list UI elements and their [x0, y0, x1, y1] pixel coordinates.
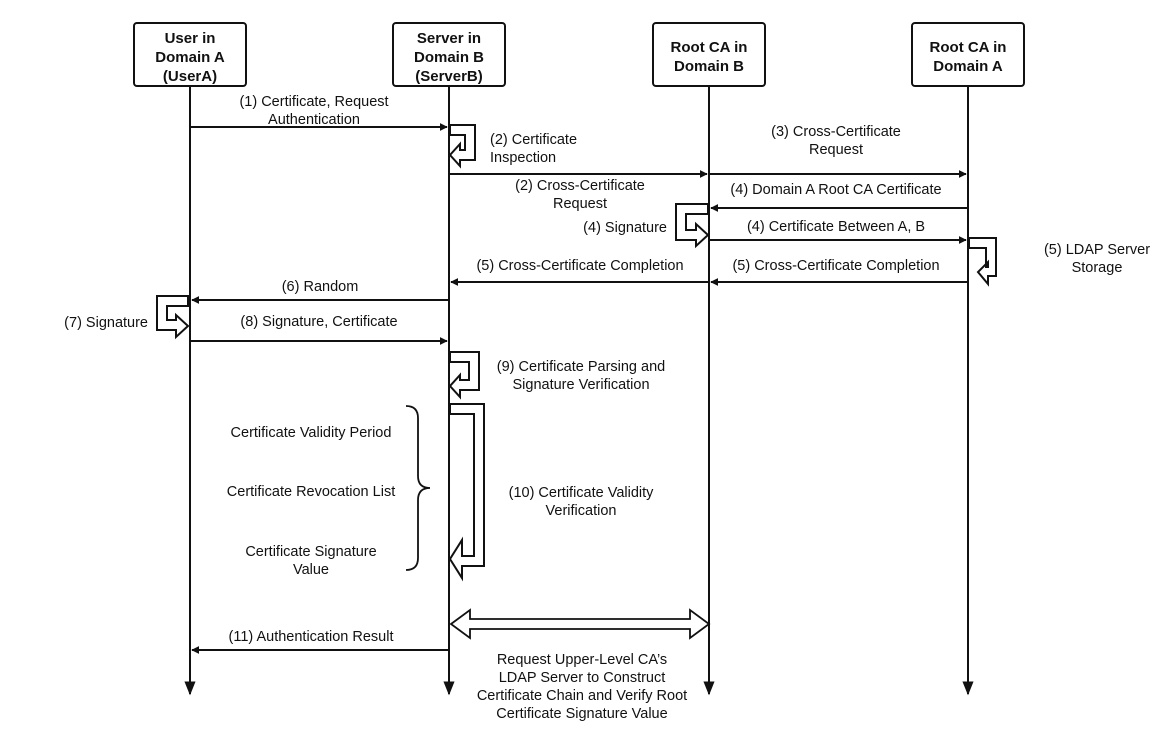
- text-line: Root CA in: [671, 39, 748, 56]
- participant-rootcab: Root CA in Domain B: [652, 22, 766, 87]
- label-m5b: (5) Cross-Certificate Completion: [732, 258, 939, 274]
- text-line: (5) Cross-Certificate Completion: [732, 258, 939, 274]
- text-line: (4) Certificate Between A, B: [747, 219, 925, 235]
- text-line: Certificate Validity Period: [231, 425, 392, 441]
- text-line: Server in: [417, 30, 481, 47]
- text-line: Storage: [1072, 260, 1123, 276]
- text-line: (3) Cross-Certificate: [771, 124, 901, 140]
- selfloop-m10: [448, 403, 485, 582]
- text-line: Domain A: [933, 58, 1003, 75]
- text-line: (ServerB): [415, 68, 483, 85]
- label-m8: (8) Signature, Certificate: [240, 314, 397, 330]
- text-line: Request Upper-Level CA’s: [497, 652, 667, 668]
- participant-usera: User in Domain A (UserA): [133, 22, 247, 87]
- text-line: Certificate Signature: [245, 544, 376, 560]
- text-line: Certificate Signature Value: [496, 706, 667, 722]
- text-line: (9) Certificate Parsing and: [497, 359, 665, 375]
- text-line: Verification: [546, 503, 617, 519]
- text-line: Domain B: [414, 49, 484, 66]
- text-line: (11) Authentication Result: [229, 629, 394, 645]
- text-line: (4) Signature: [583, 220, 667, 236]
- text-line: Value: [293, 562, 329, 578]
- text-line: Domain B: [674, 58, 744, 75]
- text-line: Root CA in: [930, 39, 1007, 56]
- selfloop-m9: [448, 351, 480, 400]
- selfloop-m4b: [675, 203, 710, 249]
- text-line: Certificate Chain and Verify Root: [477, 688, 687, 704]
- brace: [405, 405, 431, 571]
- participant-rootcaa-label: Root CA in Domain A: [930, 39, 1007, 75]
- participant-rootcab-label: Root CA in Domain B: [671, 39, 748, 75]
- text-line: Inspection: [490, 150, 556, 166]
- text-line: (5) Cross-Certificate Completion: [476, 258, 683, 274]
- label-m11: (11) Authentication Result: [229, 629, 394, 645]
- label-m4a: (4) Domain A Root CA Certificate: [730, 182, 941, 198]
- selfloop-m2a: [448, 124, 476, 169]
- brace-item-validity-period: Certificate Validity Period: [231, 425, 392, 441]
- participant-rootcaa: Root CA in Domain A: [911, 22, 1025, 87]
- text-line: (1) Certificate, Request: [239, 94, 388, 110]
- text-line: (2) Certificate: [490, 132, 577, 148]
- label-m7: (7) Signature: [64, 315, 148, 331]
- participant-usera-label: User in Domain A (UserA): [155, 30, 225, 85]
- participant-serverb: Server in Domain B (ServerB): [392, 22, 506, 87]
- label-m6: (6) Random: [282, 279, 359, 295]
- text-line: Certificate Revocation List: [227, 484, 395, 500]
- text-line: Domain A: [155, 49, 225, 66]
- text-line: (8) Signature, Certificate: [240, 314, 397, 330]
- label-m5c: (5) Cross-Certificate Completion: [476, 258, 683, 274]
- brace-item-revocation-list: Certificate Revocation List: [227, 484, 395, 500]
- text-line: (6) Random: [282, 279, 359, 295]
- chain-double-arrow: [449, 608, 711, 640]
- text-line: Authentication: [268, 112, 360, 128]
- text-line: (5) LDAP Server: [1044, 242, 1150, 258]
- text-line: Request: [553, 196, 607, 212]
- text-line: (2) Cross-Certificate: [515, 178, 645, 194]
- text-line: Signature Verification: [512, 377, 649, 393]
- text-line: Request: [809, 142, 863, 158]
- text-line: (10) Certificate Validity: [509, 485, 655, 501]
- participant-serverb-label: Server in Domain B (ServerB): [414, 30, 484, 85]
- label-m4b: (4) Signature: [583, 220, 667, 236]
- text-line: User in: [165, 30, 216, 47]
- text-line: LDAP Server to Construct: [499, 670, 666, 686]
- text-line: (7) Signature: [64, 315, 148, 331]
- text-line: (4) Domain A Root CA Certificate: [730, 182, 941, 198]
- selfloop-m5a: [968, 237, 997, 287]
- selfloop-m7: [156, 295, 190, 340]
- label-m4c: (4) Certificate Between A, B: [747, 219, 925, 235]
- text-line: (UserA): [163, 68, 217, 85]
